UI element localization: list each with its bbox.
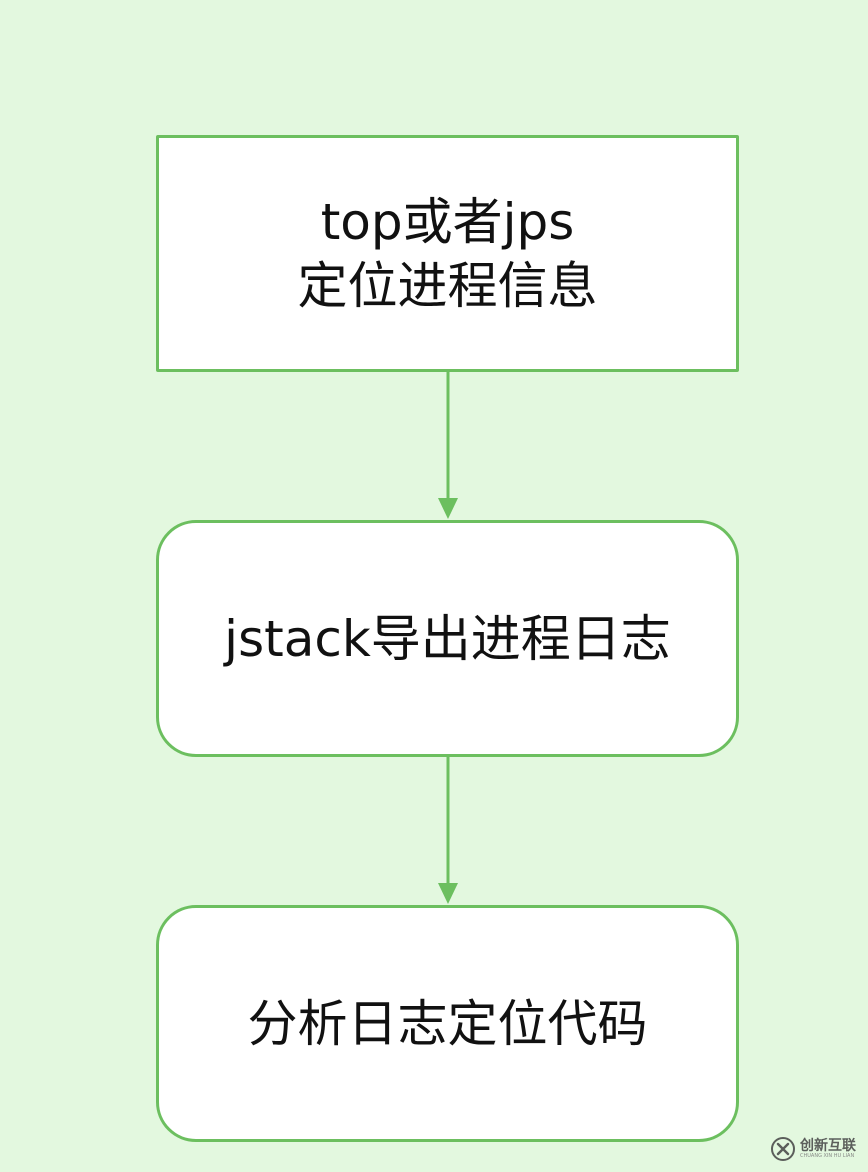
edge-node1-node2 — [438, 372, 458, 519]
node-label-line: 定位进程信息 — [297, 256, 598, 315]
flow-node-analyze-log: 分析日志定位代码 — [156, 905, 739, 1142]
arrowhead-icon — [438, 883, 458, 904]
arrowhead-icon — [438, 498, 458, 519]
node-label-line: 分析日志定位代码 — [247, 994, 648, 1053]
flow-node-export-log: jstack导出进程日志 — [156, 520, 739, 757]
node-label-line: top或者jps — [320, 192, 575, 251]
watermark-subtext: CHUANG XIN HU LIAN — [800, 1153, 855, 1159]
flow-node-locate-process: top或者jps 定位进程信息 — [156, 135, 739, 372]
logo-x-icon — [771, 1137, 795, 1161]
edge-node2-node3 — [438, 757, 458, 904]
node-label-line: jstack导出进程日志 — [224, 609, 671, 668]
watermark-text: 创新互联 — [800, 1138, 856, 1154]
watermark-logo: 创新互联 CHUANG XIN HU LIAN — [770, 1130, 866, 1168]
